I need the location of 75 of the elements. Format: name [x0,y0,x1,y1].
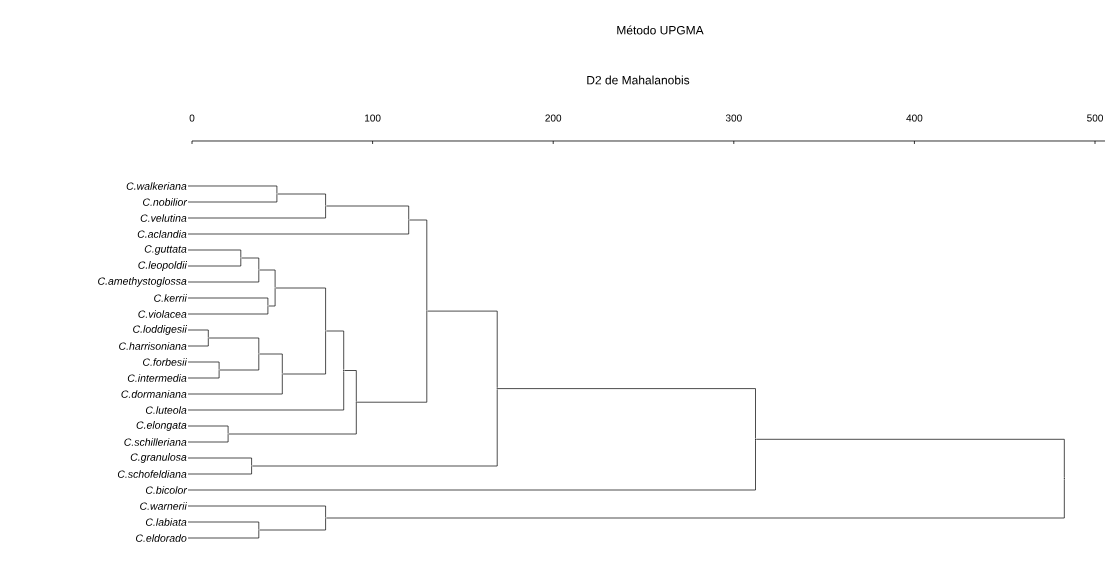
dendrogram-branch [187,194,278,203]
dendrogram-branch [219,354,260,371]
dendrogram-branch [187,297,269,306]
tick-label: 0 [189,114,195,122]
dendrogram-branch [187,530,260,539]
species-label: C.velutina [140,214,187,222]
dendrogram-branch [326,205,410,220]
dendrogram-branch [275,287,326,331]
dendrogram-branch [409,219,428,311]
axis-title: D2 de Mahalanobis [587,75,690,85]
dendrogram-branch [187,521,260,530]
dendrogram-branch [187,374,283,395]
dendrogram-branch [277,193,326,206]
dendrogram-branch [252,389,498,467]
dendrogram-branch [427,310,498,389]
dendrogram-branch [344,370,357,402]
dendrogram-branch [187,439,756,491]
dendrogram-branch [187,338,209,347]
dendrogram-branch [187,329,209,338]
dendrogram-branch [187,270,260,283]
chart-title: Método UPGMA [617,25,704,35]
species-label: C.leopoldii [138,261,188,271]
dendrogram-branch [187,249,242,258]
dendrogram-branch [187,370,345,411]
dendrogram-branch [268,288,276,307]
dendrogram-branch [259,353,283,374]
species-label: C.guttata [144,245,187,255]
dendrogram-branch [187,206,326,219]
dendrogram-branch [259,269,276,288]
species-label: C.schofeldiana [117,470,187,478]
dendrogram-branch [187,434,229,443]
species-label: C.warnerii [140,502,188,510]
tick-label: 100 [365,114,381,122]
dendrogram-branch [326,479,1065,519]
dendrogram-branch [187,306,269,315]
dendrogram-branch [187,361,220,370]
species-label: C.nobilior [143,198,188,206]
species-label: C.luteola [145,406,187,414]
dendrogram-branch [187,185,278,194]
dendrogram-branch [187,220,410,235]
tick-label: 300 [725,114,742,122]
species-label: C.schilleriana [124,438,187,446]
species-label: C.bicolor [145,486,188,494]
dendrogram-branch [187,457,252,466]
dendrogram-branch [228,402,357,435]
dendrogram-branch [187,370,220,379]
dendrogram-branch [187,466,252,475]
dendrogram-branch [282,331,326,375]
species-label: C.granulosa [130,453,187,463]
dendrogram-branch [208,337,260,354]
species-label: C.aclandia [137,230,187,238]
dendrogram-branch [187,258,242,267]
dendrogram-branch [755,438,1065,479]
dendrogram-branch [241,257,260,270]
species-label: C.elongata [136,421,187,431]
dendrogram-branch [326,330,345,371]
dendrogram-branch [497,388,756,439]
species-label: C.labiata [145,518,187,526]
species-label: C.eldorado [136,534,187,542]
species-label: C.amethystoglossa [98,277,187,287]
species-label: C.violacea [138,310,187,318]
dendrogram-branch [356,311,428,403]
species-label: C.forbesii [143,358,188,366]
dendrogram-branch [187,425,229,434]
dendrogram-branch [259,518,326,531]
species-label: C.intermedia [127,374,187,382]
species-label: C.dormaniana [121,390,187,398]
tick-label: 400 [906,114,923,122]
tick-label: 500 [1087,114,1103,122]
species-label: C.harrisoniana [119,342,187,350]
species-label: C.kerrii [154,294,188,302]
dendrogram-branch [187,505,326,518]
species-label: C.walkeriana [126,182,187,190]
species-label: C.loddigesii [133,325,188,335]
tick-label: 200 [545,114,562,122]
